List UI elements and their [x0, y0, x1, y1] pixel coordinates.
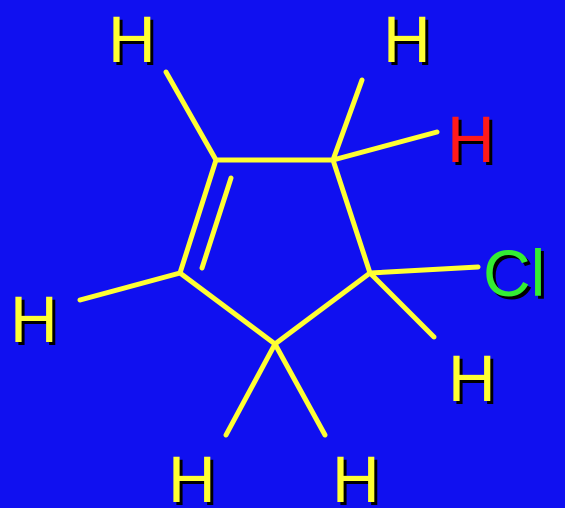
bond-c3-h [367, 270, 437, 340]
atom-h-top-left: H [108, 2, 156, 76]
bond-c1-h [163, 69, 219, 163]
bond-c2-c3 [330, 157, 373, 276]
bond-c3-c4 [272, 270, 373, 347]
atom-h-bottom-right: H [332, 442, 380, 508]
bond-c4-h-left [223, 341, 278, 438]
atom-cl: Cl [483, 236, 545, 310]
atom-h-top-right: H [383, 2, 431, 76]
bond-c4-h-right [272, 341, 328, 438]
bond-c1-c5-inner [199, 175, 234, 271]
bond-c2-h-top [330, 77, 365, 163]
atom-h-right-lower: H [448, 341, 496, 415]
bond-c3-cl [367, 264, 481, 276]
atom-h-left: H [10, 282, 58, 356]
bond-c5-c1 [177, 157, 219, 276]
atom-h-highlight: H [447, 102, 495, 176]
atom-h-bottom-left: H [168, 442, 216, 508]
bond-c2-h-highlight [330, 129, 440, 163]
bond-c4-c5 [177, 270, 278, 347]
bond-c5-h [77, 270, 183, 303]
